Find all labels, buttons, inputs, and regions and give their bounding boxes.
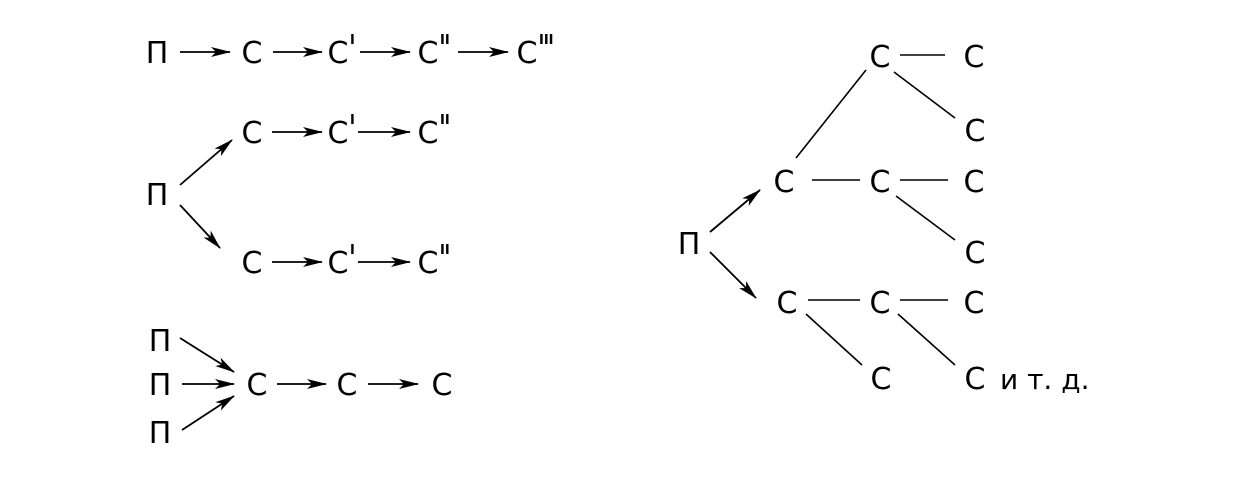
node-c: С xyxy=(242,36,263,71)
node-c1: С xyxy=(328,246,349,281)
node-c: С xyxy=(964,165,985,200)
node-c: С xyxy=(964,286,985,321)
edge xyxy=(895,195,956,241)
node-c: С xyxy=(870,165,891,200)
node-c2: С xyxy=(418,246,439,281)
superscript-prime2: II xyxy=(440,33,450,48)
node-c: С xyxy=(777,286,798,321)
node-c: С xyxy=(870,40,891,75)
node-c: С xyxy=(871,362,892,397)
superscript-prime3: III xyxy=(539,33,554,48)
linear-chain: П С С I С II С III xyxy=(146,33,554,71)
node-p: П xyxy=(146,36,169,71)
node-c1: С xyxy=(328,116,349,151)
node-c2: С xyxy=(418,36,439,71)
edge xyxy=(893,71,956,119)
node-c1: С xyxy=(328,36,349,71)
node-c: С xyxy=(247,368,268,403)
node-c: С xyxy=(432,368,453,403)
node-c: С xyxy=(965,362,986,397)
edge xyxy=(897,313,956,366)
divergent-chains: П С С I С II С С I С II xyxy=(146,113,450,281)
node-c: С xyxy=(774,165,795,200)
node-p: П xyxy=(146,178,169,213)
node-c: С xyxy=(965,114,986,149)
etc-label: и т. д. xyxy=(1000,363,1089,396)
branching-tree: П С С С С С С С С С С С С и т. д. xyxy=(678,40,1090,397)
node-c: С xyxy=(337,368,358,403)
convergent-chain: П П П С С С xyxy=(149,324,453,451)
arrow-converge-bottom xyxy=(181,395,235,431)
node-p: П xyxy=(149,324,172,359)
node-c2: С xyxy=(418,116,439,151)
edge xyxy=(795,69,867,159)
arrow-down-branch xyxy=(179,204,221,249)
edge xyxy=(805,313,863,366)
node-c: С xyxy=(242,116,263,151)
arrow-up-branch xyxy=(179,139,233,186)
node-c: С xyxy=(964,40,985,75)
node-c: С xyxy=(870,286,891,321)
arrow-down-branch xyxy=(709,251,757,299)
superscript-prime2: II xyxy=(440,113,450,128)
arrow-up-branch xyxy=(709,189,761,233)
superscript-prime1: I xyxy=(350,33,355,48)
node-c: С xyxy=(242,246,263,281)
arrow-converge-top xyxy=(179,337,235,373)
node-p: П xyxy=(149,416,172,451)
superscript-prime1: I xyxy=(350,113,355,128)
node-c: С xyxy=(965,236,986,271)
node-p: П xyxy=(149,368,172,403)
node-c3: С xyxy=(517,36,538,71)
superscript-prime2: II xyxy=(440,243,450,258)
superscript-prime1: I xyxy=(350,243,355,258)
node-p-root: П xyxy=(678,227,701,262)
